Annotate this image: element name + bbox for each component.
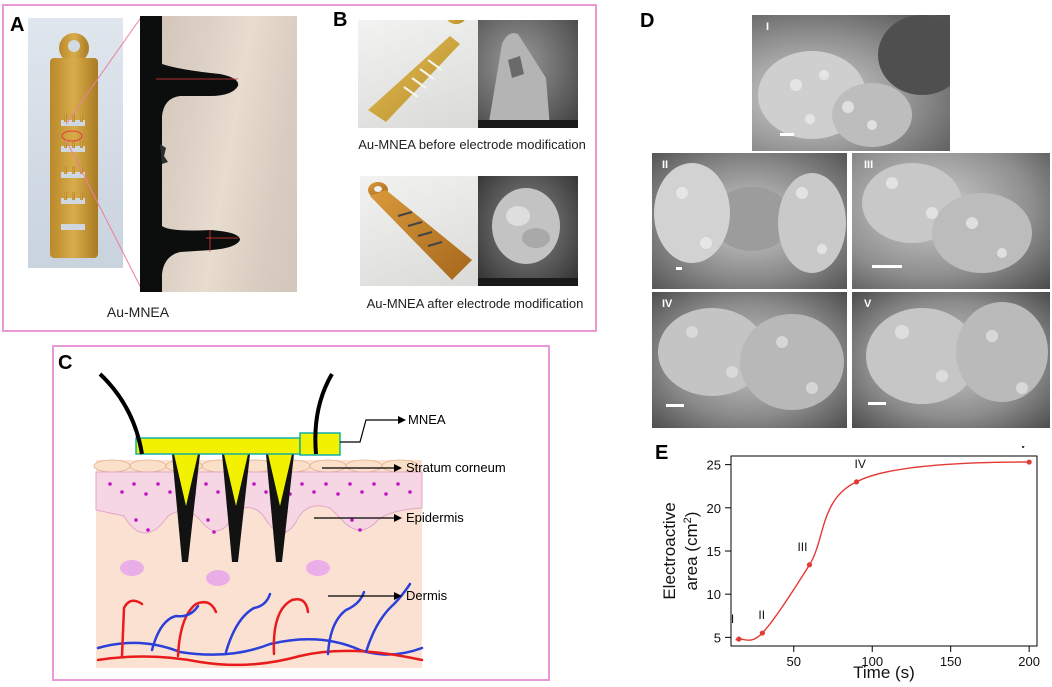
chart-x-axis: 50 100 150 200	[787, 646, 1040, 669]
panel-c-frame	[52, 345, 550, 681]
chart-x-label: Time (s)	[853, 663, 915, 682]
stratum-corneum-layer	[93, 459, 419, 473]
chart-y-label-end: )	[682, 512, 701, 518]
label-stratum-corneum: Stratum corneum	[406, 460, 506, 475]
sem-panel-iv: IV	[652, 292, 847, 428]
scale-bar-iii	[872, 265, 902, 268]
chart-y-label-main: area (cm	[682, 523, 701, 590]
skin-insertion-diagram	[93, 372, 424, 668]
sem-panel-v: V	[852, 292, 1050, 428]
sem-before	[478, 20, 578, 128]
mnea-micrograph	[140, 16, 297, 292]
y-tick-label: 25	[707, 458, 721, 473]
x-tick-label: 50	[787, 654, 801, 669]
sem-texture-v	[866, 302, 1048, 404]
panel-b-caption-before: Au-MNEA before electrode modification	[358, 137, 586, 152]
sem-panel-i: I	[752, 15, 950, 151]
x-tick-label: 100	[861, 654, 883, 669]
chart-point-label-II: II	[758, 608, 765, 622]
wire-left	[98, 372, 144, 455]
chart-plot-area	[730, 455, 1038, 647]
sem-label-ii: II	[662, 159, 669, 171]
mnea-photo-after	[360, 176, 478, 286]
chart-y-label-line1: Electroactive	[660, 502, 679, 599]
chart-point-label-III: III	[797, 540, 807, 554]
sem-texture-ii	[654, 163, 846, 273]
y-tick-label: 5	[714, 630, 721, 645]
panel-b-caption-after: Au-MNEA after electrode modification	[366, 296, 584, 311]
y-tick-label: 20	[707, 501, 721, 516]
chart-point-label-V: V	[1019, 446, 1027, 451]
label-dermis: Dermis	[406, 588, 448, 603]
mnea-plate	[135, 437, 301, 455]
panel-label-e: E	[655, 442, 669, 464]
label-mnea: MNEA	[408, 412, 446, 427]
micrograph-needle-silhouette	[140, 16, 240, 292]
sem-label-v: V	[864, 298, 872, 310]
microneedles	[172, 454, 294, 562]
chart-point-V	[1026, 459, 1032, 465]
sem-needle-tip-before	[478, 33, 578, 128]
x-tick-label: 150	[940, 654, 962, 669]
sem-texture-iii	[862, 163, 1032, 273]
panel-ab-frame	[2, 4, 597, 332]
chart-point-IV	[853, 479, 860, 485]
mnea-tilted-after	[368, 182, 472, 280]
sem-texture-iv	[658, 308, 844, 410]
mnea-tilted-before	[368, 8, 467, 122]
scale-bar-i	[780, 133, 794, 136]
y-tick-label: 10	[707, 587, 721, 602]
sem-panel-iii: III	[852, 153, 1050, 289]
chart-point-III	[806, 562, 813, 568]
sem-label-i: I	[766, 21, 770, 33]
leader-arrowheads	[394, 416, 406, 600]
label-epidermis: Epidermis	[406, 510, 464, 525]
chart-y-axis: 5 10 15 20 25	[707, 458, 731, 645]
sem-label-iv: IV	[662, 298, 673, 310]
sem-texture-i	[758, 15, 950, 147]
sem-label-iii: III	[864, 159, 874, 171]
sem-needle-tip-after	[478, 188, 578, 286]
capillaries	[96, 582, 424, 667]
chart-point-II	[759, 630, 765, 636]
sem-panel-ii: II	[652, 153, 847, 289]
panel-a-caption: Au-MNEA	[106, 304, 170, 320]
scale-bar-v	[868, 402, 886, 405]
chart-y-label-sup: 2	[682, 517, 694, 523]
wire-right	[313, 372, 334, 455]
mnea-photo-before	[358, 8, 478, 128]
panel-label-b: B	[333, 9, 348, 31]
chart-point-I	[736, 636, 742, 642]
x-tick-label: 200	[1018, 654, 1040, 669]
chart-y-label-line2: area (cm2)	[682, 512, 701, 591]
dermal-cells	[120, 560, 330, 586]
chart-point-label-IV: IV	[855, 457, 866, 471]
y-tick-label: 15	[707, 544, 721, 559]
panel-label-d: D	[640, 10, 655, 32]
zoom-guide-lines	[65, 15, 143, 291]
leader-lines	[314, 419, 398, 597]
mnea-photo	[28, 18, 123, 268]
scale-bar-iv	[666, 404, 684, 407]
panel-label-a: A	[10, 14, 25, 36]
chart-point-label-I: I	[731, 612, 734, 626]
mnea-connector	[299, 432, 341, 456]
mnea-array-drawing	[50, 33, 98, 258]
panel-label-c: C	[58, 352, 73, 374]
scale-bar-ii	[676, 267, 682, 270]
sem-after	[478, 176, 578, 286]
chart-y-label: Electroactive area (cm2)	[660, 502, 701, 599]
